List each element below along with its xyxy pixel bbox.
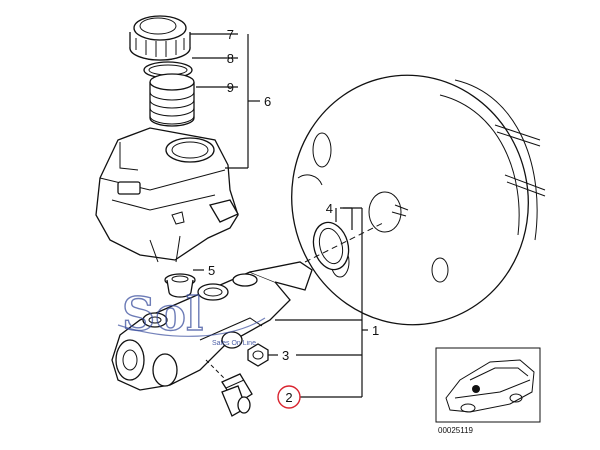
brake-pressure-switch <box>221 373 253 417</box>
component-location-marker <box>472 385 480 393</box>
watermark-logo-text: Sol <box>122 287 203 341</box>
brake-booster <box>291 74 546 326</box>
callout-6: 6 <box>264 94 271 109</box>
callout-7: 7 <box>227 27 234 42</box>
callout-5: 5 <box>208 263 215 278</box>
callout-4: 4 <box>326 201 333 216</box>
sol-watermark-logo: Sol Sales On Line <box>117 286 266 347</box>
o-ring-seal <box>312 221 350 271</box>
callout-2: 2 <box>285 390 292 405</box>
fluid-reservoir <box>95 127 239 263</box>
callout-8: 8 <box>227 51 234 66</box>
callout-3: 3 <box>282 348 289 363</box>
callout-leaders <box>190 33 368 398</box>
master-cylinder <box>111 221 386 391</box>
reservoir-cap <box>129 15 191 61</box>
callout-2-highlight-ring <box>277 385 301 409</box>
callout-9: 9 <box>227 80 234 95</box>
reference-code: 00025119 <box>438 426 474 435</box>
callout-labels: 7 8 9 6 4 5 1 3 2 <box>208 27 379 409</box>
strainer <box>149 73 195 127</box>
callout-1: 1 <box>372 323 379 338</box>
mounting-nut <box>247 343 269 367</box>
vehicle-location-thumbnail <box>435 347 541 423</box>
reservoir-grommet <box>164 273 196 298</box>
watermark-tagline: Sales On Line <box>212 340 256 347</box>
